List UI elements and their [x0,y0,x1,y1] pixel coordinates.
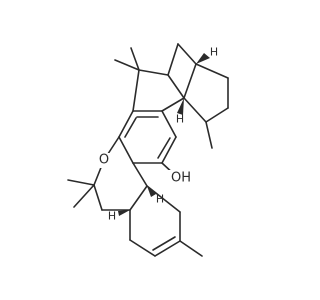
stereo-wedge [118,210,130,216]
bond [118,136,134,164]
bond [129,239,156,257]
methyl-bond [179,240,203,257]
hydroxyl-label: OH [171,171,191,186]
methyl-bond [67,179,95,186]
bond [132,69,140,112]
bond [132,162,148,187]
methyl-bond [205,121,213,149]
bond [138,69,169,76]
molecule-structure: O OH H H H H [67,43,229,257]
aromatic-ring [118,110,177,164]
oxygen-label: O [99,153,109,168]
methyl-bond [114,59,140,71]
double-bond-line [152,236,176,251]
stereo-wedge [196,53,210,64]
stereo-h-label: H [108,210,116,223]
stereo-h-label: H [210,46,218,59]
bridged-ring [114,43,229,149]
bond [146,185,181,213]
bond [195,63,229,79]
bond [161,97,185,112]
bond [205,107,229,123]
stereo-h-label: H [176,113,184,126]
bond [118,110,134,138]
hydroxyl-group: OH [168,170,194,186]
stereo-wedge [177,98,184,115]
methyl-bond [130,47,140,71]
bond [167,43,179,76]
bond [183,97,207,123]
bond [177,43,197,65]
double-bond-line [124,117,137,138]
bond [161,136,177,164]
stereo-wedge [147,186,156,197]
pyran-ring [67,136,148,211]
cyclohexene-ring [129,185,203,257]
stereo-h-label: H [156,193,164,206]
bond [129,185,148,211]
oxygen-atom: O [97,153,111,168]
bond [93,184,103,211]
double-bond-line [157,137,171,159]
bond [161,110,177,138]
methyl-bond [73,184,95,208]
bond [183,63,197,99]
bond [154,240,181,257]
bond [167,74,185,99]
